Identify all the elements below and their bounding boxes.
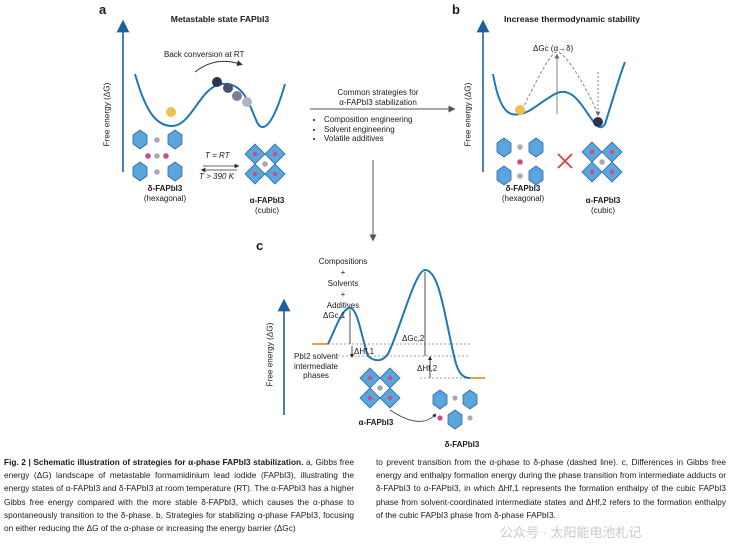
transition-ball-4: [242, 97, 252, 107]
intermediate-label: PbI2 solvent intermediate phases: [286, 352, 346, 381]
panel-c-letter: c: [256, 238, 264, 253]
barrier-label: ΔGc (α→δ): [533, 44, 574, 53]
caption-label: Fig. 2 | Schematic illustration of strat…: [4, 457, 304, 467]
delta-crystal-b: [496, 137, 544, 186]
intermediate-line: intermediate: [293, 361, 339, 371]
transition-ball-3: [232, 91, 242, 101]
alpha-phase-label-c: α-FAPbI3: [358, 418, 394, 427]
transition-ball-2: [223, 83, 233, 93]
alpha-phase-label-b: α-FAPbI3: [585, 196, 621, 205]
caption-text-col1: a, Gibbs free energy (ΔG) landscape of m…: [4, 457, 354, 534]
intermediate-line: PbI2 solvent: [293, 352, 339, 361]
delta-state-ball-b: [515, 105, 525, 115]
alpha-sub-label-a: (cubic): [254, 205, 279, 215]
panel-b-diagram: [476, 19, 626, 186]
alpha-sub-label-b: (cubic): [590, 205, 615, 215]
panel-b-letter: b: [452, 2, 460, 17]
alpha-state-ball: [166, 107, 176, 117]
delta-sub-label-a: (hexagonal): [143, 193, 187, 203]
alpha-state-ball-b: [593, 117, 603, 127]
t-390-label: T > 390 K: [199, 172, 234, 181]
alpha-crystal-a: [244, 143, 286, 185]
watermark: 公众号 · 太阳能电池札记: [500, 525, 642, 540]
strategies-title: Common strategies for α-FAPbI3 stabiliza…: [318, 88, 438, 107]
strategy-item: Volatile additives: [324, 134, 413, 144]
back-conversion-label: Back conversion at RT: [164, 50, 245, 59]
delta-crystal-a: [132, 129, 183, 182]
delta-sub-label-b: (hexagonal): [501, 193, 545, 203]
dg2-label: ΔGc,2: [402, 334, 425, 343]
strategies-title-line1: Common strategies for: [337, 88, 419, 97]
strategies-arrows: [310, 105, 456, 242]
stack-line: +: [340, 268, 346, 277]
panel-a-letter: a: [99, 2, 107, 17]
panel-a-title: Metastable state FAPbI3: [170, 14, 270, 24]
stack-line: +: [340, 290, 346, 299]
red-cross-icon: [557, 153, 573, 169]
stack-line: Additives: [326, 301, 360, 310]
caption-col2: to prevent transition from the α-phase t…: [376, 456, 726, 522]
strategies-title-line2: α-FAPbI3 stabilization: [339, 97, 417, 107]
t-rt-label: T = RT: [205, 151, 230, 160]
panel-a-diagram: [116, 19, 286, 185]
alpha-crystal-b: [581, 141, 623, 183]
dg1-label: ΔGc,1: [323, 311, 346, 320]
panel-b-energy-curve: [492, 61, 626, 129]
dh2-label: ΔHf,2: [417, 364, 438, 373]
back-conversion-arrow: [194, 60, 243, 73]
alpha-crystal-c: [359, 367, 401, 409]
stack-line: Solvents: [327, 279, 359, 288]
additives-stack: Compositions + Solvents + Additives: [308, 256, 378, 311]
delta-phase-label-b: δ-FAPbI3: [505, 184, 541, 193]
panel-c-diagram: [277, 268, 485, 430]
delta-phase-label-c: δ-FAPbI3: [444, 440, 480, 449]
strategy-item: Composition engineering: [324, 115, 413, 125]
stack-line: Compositions: [318, 257, 368, 266]
panel-b-dashed-barrier: [519, 51, 599, 115]
delta-crystal-c: [432, 389, 478, 430]
dh1-label: ΔHf,1: [354, 347, 375, 356]
panel-a-energy-curve: [134, 73, 286, 128]
panel-b-title: Increase thermodynamic stability: [503, 14, 641, 24]
transition-ball-1: [212, 77, 222, 87]
alpha-phase-label-a: α-FAPbI3: [249, 196, 285, 205]
strategies-list: Composition engineering Solvent engineer…: [312, 115, 413, 144]
intermediate-line: phases: [303, 371, 329, 380]
delta-to-alpha-arrow: [389, 409, 437, 422]
strategy-item: Solvent engineering: [324, 125, 413, 135]
caption-col1: Fig. 2 | Schematic illustration of strat…: [4, 456, 354, 535]
delta-phase-label-a: δ-FAPbI3: [147, 184, 183, 193]
caption-text-col2: to prevent transition from the α-phase t…: [376, 457, 726, 520]
panel-c-energy-curve: [327, 268, 471, 379]
